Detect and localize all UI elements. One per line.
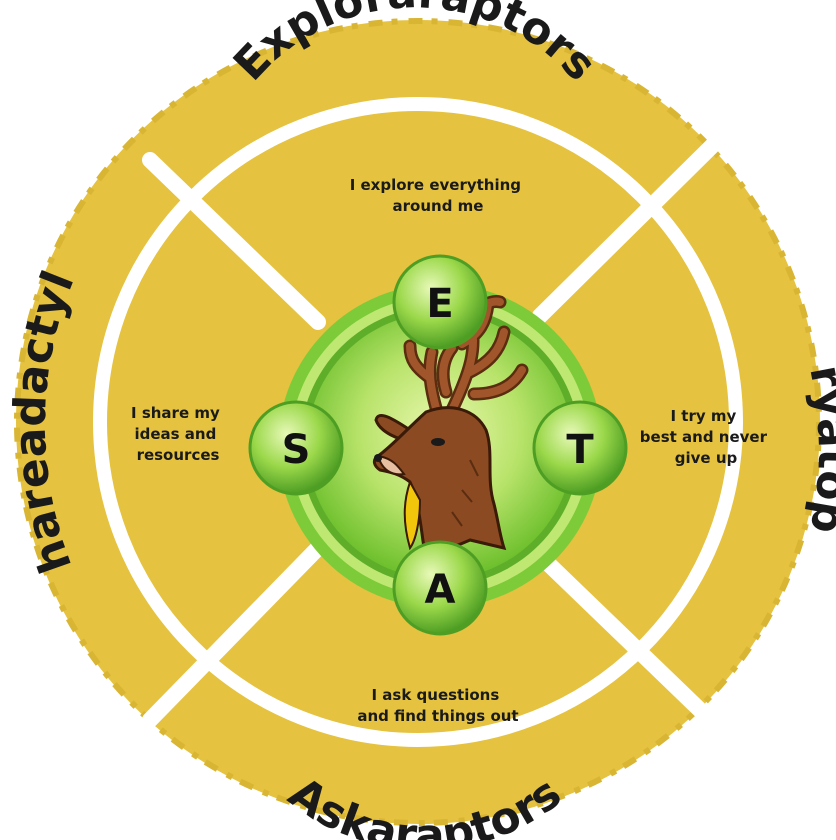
bubble-s: S [248,400,344,496]
quadrant-text-right: I try my best and never give up [640,407,772,467]
letter-s: S [282,427,311,473]
letter-e: E [426,281,453,327]
divider-sw [142,540,326,728]
divider-ne [532,138,720,324]
quadrant-text-bottom: I ask questions and find things out [357,686,518,725]
letter-t: T [566,427,594,473]
bubble-t: T [532,400,628,496]
quadrant-text-left: I share my ideas and resources [131,404,225,464]
bubble-e: E [392,254,488,350]
bubble-a: A [392,540,488,636]
divider-se [524,540,708,718]
ring-separator [93,97,743,747]
letter-a: A [425,567,456,613]
quadrant-text-top: I explore everything around me [350,176,527,215]
outer-ring-edge [14,18,822,826]
divider-nw [142,152,326,330]
